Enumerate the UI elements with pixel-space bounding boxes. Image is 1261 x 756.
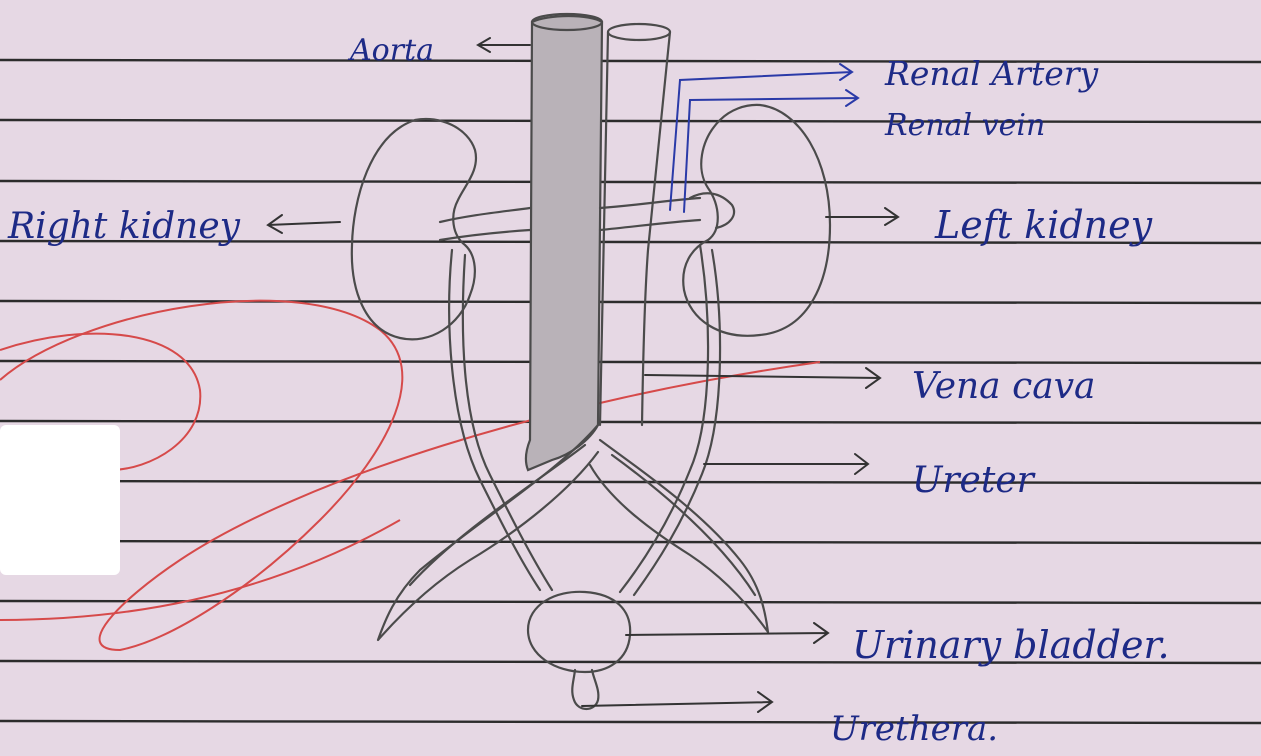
label-renal-vein: Renal vein (884, 108, 1045, 143)
label-right-kidney: Right kidney (7, 206, 241, 247)
label-aorta: Aorta (347, 33, 434, 68)
right-kidney-shape (352, 119, 476, 339)
label-ureter: Ureter (912, 460, 1036, 501)
label-urethra: Urethera. (830, 709, 998, 749)
urinary-bladder-shape (528, 592, 630, 672)
label-urinary-bladder: Urinary bladder. (852, 623, 1170, 667)
urethra-shape (572, 670, 598, 709)
aorta-shape (526, 16, 602, 470)
red-teacher-mark (0, 301, 820, 650)
label-left-kidney: Left kidney (934, 203, 1153, 247)
label-renal-artery: Renal Artery (884, 54, 1099, 93)
white-correction-patch (0, 425, 120, 575)
label-vena-cava: Vena cava (912, 366, 1096, 407)
